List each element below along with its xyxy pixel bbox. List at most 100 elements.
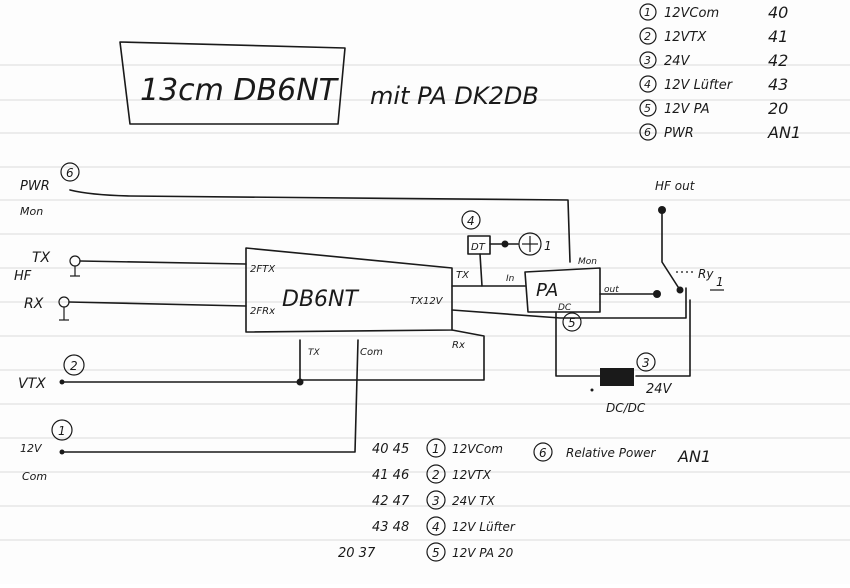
legend-top-label: 12VCom [664, 6, 719, 21]
legend-bottom-label: 12V Lüfter [452, 520, 516, 534]
legend-bottom-extra: 6 Relative Power AN1 [533, 442, 711, 466]
tx-connector [69, 255, 81, 277]
dcdc-block: 3 24V DC/DC [590, 352, 673, 415]
label-hf: HF [14, 269, 32, 284]
relay-num: 1 [716, 275, 724, 289]
legend-bottom-label: 12VCom [452, 442, 503, 456]
circle-vtx: 2 [63, 354, 85, 376]
svg-text:3: 3 [642, 356, 650, 370]
legend-top-num: 4 [644, 78, 651, 91]
legend-top-row: 3 24V 42 [639, 51, 788, 70]
fan-num: 1 [544, 239, 552, 253]
transverter-name: DB6NT [282, 287, 359, 312]
pa-box: PA In out Mon DC [506, 257, 619, 313]
legend-top-label: 12V PA [664, 102, 710, 117]
legend-top-pin: 42 [768, 51, 788, 70]
legend-bottom-num: 2 [432, 468, 440, 482]
legend-bottom-num: 3 [432, 494, 440, 508]
legend-bottom-row: 20 37 5 12V PA 20 [338, 542, 514, 562]
port-tx-bottom: TX [308, 348, 320, 358]
circle-pwr: 6 [60, 162, 80, 182]
legend-bottom-num: 1 [432, 442, 440, 456]
wire-tx12v [451, 287, 687, 319]
legend-top-num: 5 [644, 102, 651, 115]
port-tx-side: TX [456, 270, 470, 281]
dcdc-volt: 24V [646, 382, 673, 397]
svg-text:2: 2 [70, 359, 78, 373]
legend-top-row: 5 12V PA 20 [639, 99, 788, 118]
port-rx-bottom: Rx [452, 340, 465, 351]
label-tx: TX [32, 250, 51, 266]
dcdc-label: DC/DC [606, 401, 646, 415]
wire-rx [68, 301, 247, 307]
title-text: 13cm DB6NT [140, 73, 340, 108]
legend-top-label: PWR [664, 126, 694, 141]
pa-dc: DC [558, 303, 572, 313]
legend-bottom-pins: 20 37 [338, 546, 376, 561]
legend-top-label: 12VTX [664, 30, 707, 45]
legend-top-row: 1 12VCom 40 [639, 3, 788, 22]
label-pwr: PWR [20, 179, 50, 194]
legend-top-num: 2 [644, 30, 651, 43]
rx-connector [58, 296, 70, 321]
label-mon: Mon [20, 205, 43, 218]
svg-text:6: 6 [66, 166, 74, 180]
legend-top-row: 2 12VTX 41 [639, 27, 788, 46]
svg-text:6: 6 [539, 446, 547, 460]
legend-bottom-label: 12V PA 20 [452, 546, 514, 560]
svg-text:Relative Power: Relative Power [566, 446, 657, 460]
legend-top-num: 3 [644, 54, 651, 67]
legend-top-pin: 20 [768, 99, 788, 118]
wire-vtx [61, 339, 301, 383]
legend-top-pin: 41 [768, 27, 788, 46]
label-rx: RX [24, 296, 44, 312]
wire-pwr-mon [69, 189, 571, 263]
legend-top-row: 6 PWR AN1 [639, 123, 801, 142]
svg-text:1: 1 [58, 424, 66, 438]
svg-text:5: 5 [568, 316, 576, 330]
pa-mon: Mon [578, 257, 597, 267]
hf-out-label: HF out [655, 179, 696, 193]
subtitle-text: mit PA DK2DB [370, 82, 539, 110]
legend-bottom-pins: 43 48 [372, 520, 409, 535]
relay-label: Ry [698, 267, 714, 281]
legend-bottom-label: 12VTX [452, 468, 492, 482]
pa-name: PA [536, 280, 558, 301]
legend-bottom-row: 42 47 3 24V TX [372, 490, 496, 510]
dt-label: DT [471, 242, 486, 253]
legend-top-pin: AN1 [767, 123, 801, 142]
circle-12v: 1 [51, 419, 73, 441]
label-com: Com [22, 470, 47, 483]
svg-text:4: 4 [467, 214, 475, 228]
circle-pa-dc: 5 [562, 312, 582, 332]
legend-bottom-pins: 42 47 [372, 494, 410, 509]
port-tx12v: TX12V [410, 296, 444, 307]
label-vtx: VTX [18, 376, 46, 392]
dt-box: DT 4 [461, 210, 519, 287]
port-com: Com [360, 347, 383, 358]
legend-top-pin: 40 [768, 3, 788, 22]
legend-top-num: 6 [644, 126, 651, 139]
legend-top-label: 24V [664, 54, 691, 69]
wire-hf-out [661, 209, 681, 291]
pa-out: out [604, 285, 619, 295]
wire-relay-coil [635, 299, 691, 377]
legend-top-num: 1 [644, 6, 651, 19]
fan-icon: 1 [518, 232, 552, 256]
legend-bottom-num: 5 [432, 546, 440, 560]
legend-bottom-label: 24V TX [452, 494, 496, 508]
wire-rx-out [299, 329, 485, 381]
wire-pa-dc [555, 311, 601, 377]
label-12v: 12V [20, 442, 43, 455]
legend-bottom-row: 43 48 4 12V Lüfter [372, 516, 516, 536]
wire-tx [79, 260, 247, 265]
legend-bottom-num: 4 [432, 520, 440, 534]
legend-top-pin: 43 [768, 75, 788, 94]
title-box: 13cm DB6NT [119, 41, 346, 125]
